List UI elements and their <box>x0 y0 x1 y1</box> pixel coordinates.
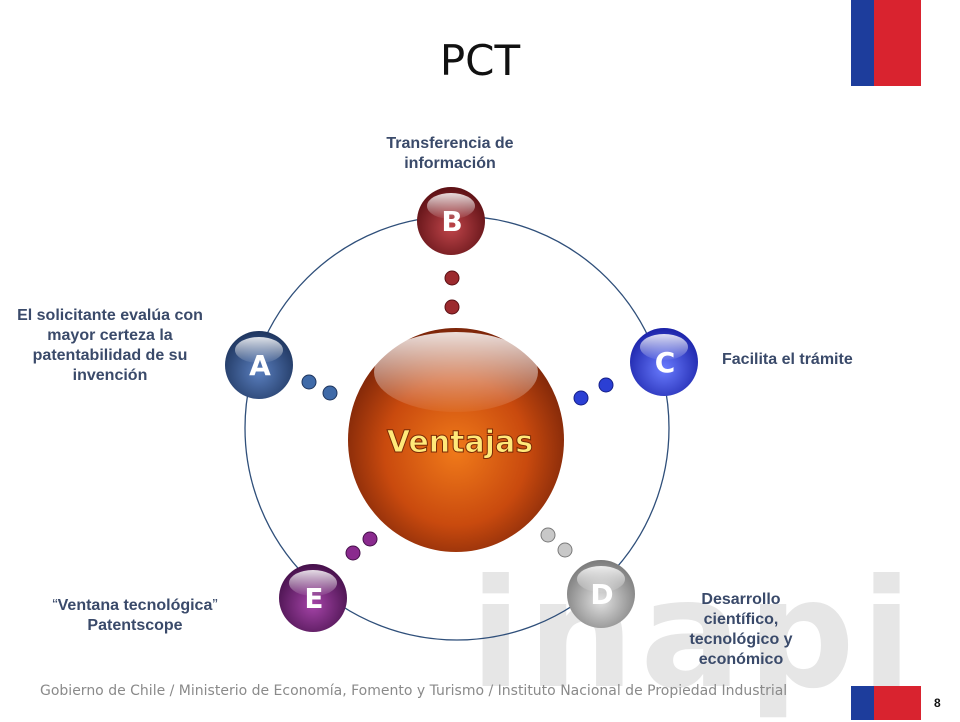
label-e-open-quote: “ <box>52 597 58 614</box>
label-e: “Ventana tecnológica” Patentscope <box>30 596 240 636</box>
connector-dots-d <box>540 527 573 558</box>
label-e-line1: Ventana tecnológica <box>57 597 213 614</box>
page-number: 8 <box>934 696 941 710</box>
center-label: Ventajas <box>387 425 533 460</box>
center-sphere: Ventajas <box>348 328 564 552</box>
svg-text:B: B <box>441 205 462 238</box>
label-d: Desarrollo científico, tecnológico y eco… <box>689 591 793 668</box>
node-b: B <box>417 187 485 255</box>
node-d: D <box>567 560 635 628</box>
node-c: C <box>630 328 698 396</box>
svg-text:D: D <box>590 578 613 611</box>
connector-dots-a <box>301 374 338 401</box>
label-e-line2: Patentscope <box>87 617 183 634</box>
label-b: Transferencia de información <box>386 135 514 172</box>
svg-text:C: C <box>655 346 676 379</box>
node-e: E <box>279 564 347 632</box>
chile-flag-bottom <box>851 686 921 720</box>
connector-dots-b <box>444 270 460 315</box>
connector-dots-c <box>573 377 614 406</box>
label-c: Facilita el trámite <box>722 351 853 368</box>
connector-dots-e <box>345 531 378 561</box>
label-a: El solicitante evalúa con mayor certeza … <box>17 307 203 384</box>
footer-text: Gobierno de Chile / Ministerio de Econom… <box>40 683 788 699</box>
inapi-watermark: inapi <box>470 548 919 722</box>
slide-title: PCT <box>439 36 521 85</box>
chile-flag-top <box>851 0 921 86</box>
svg-text:A: A <box>249 349 271 382</box>
svg-text:E: E <box>304 582 323 615</box>
node-a: A <box>225 331 293 399</box>
label-e-close-quote: ” <box>212 597 218 614</box>
